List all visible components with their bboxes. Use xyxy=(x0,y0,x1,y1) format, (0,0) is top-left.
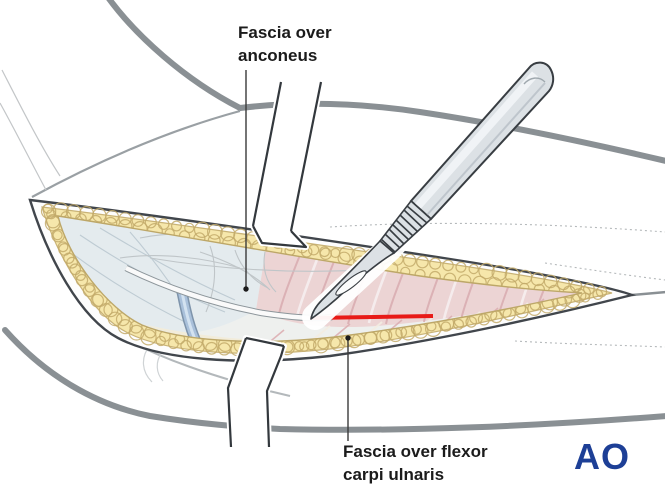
vessel-band xyxy=(176,290,204,342)
annotation-fcu: Fascia over flexor carpi ulnaris xyxy=(343,335,492,484)
blade-slot xyxy=(335,270,367,296)
label-anconeus: Fascia over anconeus xyxy=(238,23,336,65)
ao-logo: AO xyxy=(574,436,630,477)
retractor-top xyxy=(250,79,324,250)
scalpel-handle xyxy=(409,61,555,221)
annotation-anconeus: Fascia over anconeus xyxy=(238,23,336,292)
scalpel-grip-ribs xyxy=(380,205,428,253)
fat-inner-boundary xyxy=(57,215,583,343)
leader-dot-fcu xyxy=(345,335,351,341)
leader-dot-anconeus xyxy=(243,286,249,292)
retractor-bottom xyxy=(225,335,287,450)
label-fcu: Fascia over flexor carpi ulnaris xyxy=(343,442,492,484)
scalpel xyxy=(302,61,555,330)
